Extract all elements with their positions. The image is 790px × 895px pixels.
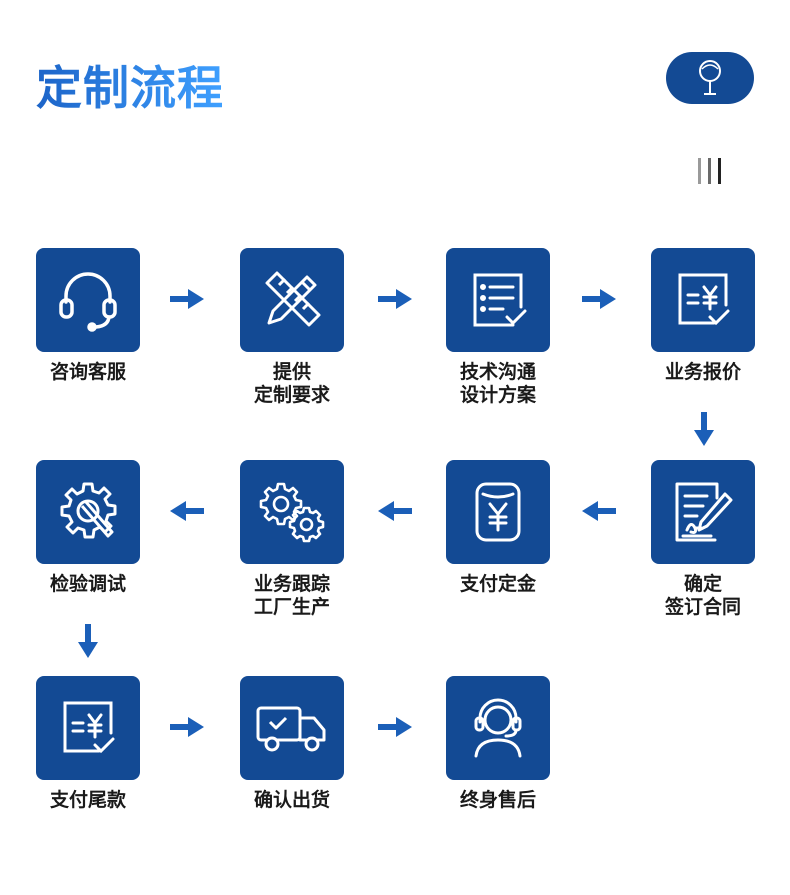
gears-icon [259, 482, 325, 543]
step-label: 检验调试 [49, 573, 126, 595]
arrow-right-icon [170, 717, 204, 737]
arrow-right-icon [170, 289, 204, 309]
microphone-icon [699, 60, 721, 95]
step-tile [36, 248, 140, 352]
step-label: 确定签订合同 [664, 573, 741, 618]
arrow-down-icon [78, 624, 98, 658]
step-tile [651, 248, 755, 352]
step-consult-service[interactable]: 咨询客服 [36, 248, 140, 384]
step-tile [36, 676, 140, 780]
arrow-down-icon [694, 412, 714, 446]
step-label: 技术沟通设计方案 [459, 361, 536, 406]
price-document-icon [63, 701, 115, 754]
pencil-ruler-icon [265, 271, 321, 327]
step-tile [36, 460, 140, 564]
step-tech-design[interactable]: 技术沟通设计方案 [446, 248, 550, 407]
microphone-badge[interactable] [666, 52, 754, 104]
arrow-right-icon [378, 717, 412, 737]
step-final-payment[interactable]: 支付尾款 [36, 676, 140, 812]
support-agent-icon [474, 698, 522, 758]
step-label: 业务报价 [664, 361, 741, 383]
step-tile [446, 460, 550, 564]
step-tile [240, 676, 344, 780]
step-label: 确认出货 [253, 789, 330, 811]
step-label: 咨询客服 [49, 361, 126, 383]
delivery-truck-icon [256, 706, 326, 752]
arrow-right-icon [582, 289, 616, 309]
page-title: 定制流程 [36, 52, 224, 118]
checklist-icon [473, 273, 527, 327]
step-label: 支付定金 [459, 573, 536, 595]
gear-wrench-icon [60, 482, 117, 539]
vertical-bars-icon [698, 158, 721, 184]
arrow-right-icon [378, 289, 412, 309]
step-after-sales[interactable]: 终身售后 [446, 676, 550, 812]
step-tile [651, 460, 755, 564]
step-provide-requirements[interactable]: 提供定制要求 [240, 248, 344, 407]
step-inspection[interactable]: 检验调试 [36, 460, 140, 596]
step-sign-contract[interactable]: 确定签订合同 [651, 460, 755, 619]
step-label: 终身售后 [459, 789, 536, 811]
arrow-left-icon [170, 501, 204, 521]
arrow-left-icon [582, 501, 616, 521]
step-tile [240, 460, 344, 564]
step-tile [446, 248, 550, 352]
step-confirm-shipment[interactable]: 确认出货 [240, 676, 344, 812]
price-document-icon [678, 273, 730, 326]
headset-icon [59, 272, 117, 332]
step-tile [446, 676, 550, 780]
step-quotation[interactable]: 业务报价 [651, 248, 755, 384]
step-tile [240, 248, 344, 352]
yuan-card-icon [475, 482, 521, 542]
step-label: 提供定制要求 [253, 361, 330, 406]
step-deposit[interactable]: 支付定金 [446, 460, 550, 596]
sign-contract-icon [675, 482, 733, 542]
step-label: 业务跟踪工厂生产 [253, 573, 330, 618]
step-production[interactable]: 业务跟踪工厂生产 [240, 460, 344, 619]
step-label: 支付尾款 [49, 789, 126, 811]
arrow-left-icon [378, 501, 412, 521]
